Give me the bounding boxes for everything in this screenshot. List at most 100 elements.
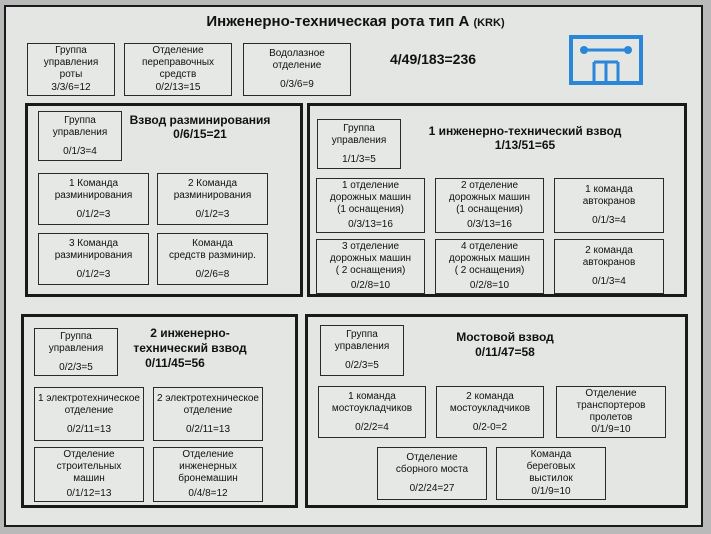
unit-formula: 0/2/8=10: [469, 280, 510, 291]
unit-formula: 0/2/11=13: [185, 423, 231, 435]
unit-formula: 0/3/6=9: [280, 79, 314, 90]
unit-formula: 0/1/2=3: [195, 208, 230, 220]
page-title: Инженерно-техническая рота тип А (KRK): [206, 13, 505, 30]
bridge-platoon-formula: 0/11/47=58: [475, 345, 535, 359]
unit-label-line: средств разминир.: [169, 249, 256, 261]
unit-formula: 0/2/2=4: [355, 421, 389, 433]
engineer-symbol-icon: [569, 35, 643, 85]
unit-formula: 0/1/3=4: [592, 215, 626, 226]
unit-label-line: 1 отделение: [341, 180, 400, 191]
unit-formula: 0/4/8=12: [188, 488, 228, 499]
unit-label-line: управления: [48, 342, 104, 354]
unit-label-line: 1 Команда: [68, 177, 119, 189]
unit-label-line: дорожных машин: [448, 192, 531, 203]
unit-label-line: 1 электротехническое: [38, 392, 140, 404]
unit-label-line: автокранов: [582, 196, 636, 207]
unit-label-line: (1 оснащения): [456, 204, 523, 215]
unit-formula: 3/3/6=12: [51, 82, 91, 93]
company-formula: 4/49/183=236: [390, 51, 477, 67]
unit-formula: 0/1/3=4: [63, 145, 97, 157]
unit-label-line: управления: [52, 126, 108, 138]
unit-formula: 0/2/3=5: [59, 361, 93, 373]
unit-formula: 0/1/9=10: [531, 486, 571, 497]
unit-formula: 0/3/13=16: [348, 219, 393, 230]
unit-label-line: бронемашин: [178, 473, 238, 484]
unit-formula: 0/2/11=13: [66, 423, 112, 435]
unit-label-line: ( 2 оснащения): [335, 265, 406, 276]
unit-label-line: строительных: [56, 461, 122, 472]
unit-label-line: пролетов: [589, 412, 633, 423]
unit-label-line: сборного моста: [395, 464, 469, 475]
unit-formula: 0/1/2=3: [76, 268, 111, 280]
unit-label-line: Отделение: [152, 45, 204, 56]
unit-label-line: Группа: [346, 329, 378, 340]
unit-label-line: Команда: [530, 449, 572, 460]
unit-label-line: 2 Команда: [187, 177, 238, 189]
unit-label-line: Отделение: [63, 449, 115, 460]
unit-label-line: Группа: [60, 330, 92, 342]
unit-label-line: Группа: [55, 45, 87, 56]
unit-label-line: выстилок: [529, 473, 573, 484]
unit-label-line: Группа: [64, 114, 96, 126]
unit-label-line: Водолазное: [269, 48, 325, 59]
unit-label-line: дорожных машин: [448, 253, 531, 264]
unit-label-line: управления: [43, 57, 99, 68]
unit-label-line: отделение: [183, 404, 233, 416]
unit-label-line: 2 команда: [466, 390, 514, 402]
platoon2-formula: 0/11/45=56: [145, 356, 205, 370]
unit-label-line: 2 электротехническое: [157, 392, 259, 404]
unit-label-line: дорожных машин: [329, 253, 412, 264]
unit-label-line: разминирования: [54, 189, 133, 201]
unit-label-line: (1 оснащения): [337, 204, 404, 215]
unit-label-line: управления: [334, 341, 390, 352]
unit-label-line: 2 команда: [585, 245, 633, 256]
unit-formula: 0/2/8=10: [350, 280, 391, 291]
unit-label-line: 1 команда: [348, 390, 396, 402]
unit-formula: 0/2/13=15: [155, 82, 201, 93]
demining-platoon-title: Взвод разминирования: [129, 113, 271, 127]
unit-label-line: дорожных машин: [329, 192, 412, 203]
unit-label-line: переправочных: [141, 57, 215, 68]
unit-label-line: машин: [73, 473, 105, 484]
unit-label-line: автокранов: [582, 257, 636, 268]
platoon2-title-line2: технический взвод: [133, 341, 247, 355]
unit-label-line: Группа: [343, 122, 375, 134]
unit-formula: 0/2/24=27: [409, 483, 455, 494]
unit-label-line: 1 команда: [585, 184, 633, 195]
unit-label-line: разминирования: [54, 249, 133, 261]
unit-formula: 1/1/3=5: [342, 153, 376, 165]
unit-formula: 0/1/9=10: [591, 424, 631, 435]
unit-label-line: роты: [59, 69, 83, 80]
unit-label-line: Отделение: [406, 452, 458, 463]
unit-label-line: 2 отделение: [460, 180, 519, 191]
unit-label-line: ( 2 оснащения): [454, 265, 525, 276]
unit-formula: 0/2-0=2: [472, 421, 508, 433]
unit-label-line: отделение: [64, 404, 114, 416]
unit-label-line: мостоукладчиков: [449, 402, 531, 414]
unit-formula: 0/1/12=13: [66, 488, 112, 499]
platoon2-title-line1: 2 инженерно-: [150, 326, 230, 340]
